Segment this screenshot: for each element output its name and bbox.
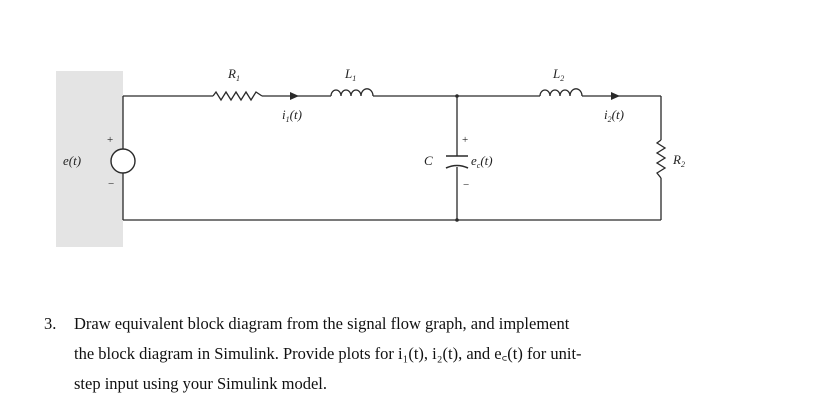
source-plus-label: + bbox=[107, 134, 113, 146]
capacitor-label: C bbox=[424, 153, 433, 168]
capacitor-icon bbox=[445, 155, 469, 169]
junction-bottom-dot bbox=[455, 218, 459, 222]
problem-line-2: the block diagram in Simulink. Provide p… bbox=[74, 344, 582, 363]
problem-line-1-text: Draw equivalent block diagram from the s… bbox=[74, 314, 570, 333]
current-i2-arrow-icon bbox=[611, 92, 620, 100]
resistor-r2-icon bbox=[655, 139, 667, 179]
l2-label: L2 bbox=[552, 66, 564, 83]
resistor-r1-icon bbox=[212, 90, 263, 102]
problem-line-1: 3. Draw equivalent block diagram from the… bbox=[44, 309, 744, 339]
problem-line-3: step input using your Simulink model. bbox=[74, 374, 328, 393]
circuit-wires bbox=[122, 95, 662, 221]
junction-top-dot bbox=[455, 94, 459, 98]
circuit-diagram: e(t) + − R1 L1 L2 R2 C i1(t) i2(t) + ec(… bbox=[56, 66, 685, 247]
problem-number: 3. bbox=[44, 314, 57, 333]
source-label: e(t) bbox=[63, 153, 81, 168]
capacitor-plus-label: + bbox=[462, 134, 468, 146]
capacitor-minus-label: − bbox=[463, 179, 469, 191]
current-i1-arrow-icon bbox=[290, 92, 299, 100]
l1-label: L1 bbox=[344, 66, 356, 83]
voltage-source-icon bbox=[110, 148, 136, 174]
r2-label: R2 bbox=[672, 152, 685, 169]
capacitor-voltage-label: ec(t) bbox=[471, 153, 493, 170]
r1-label: R1 bbox=[227, 66, 240, 83]
problem-statement: 3. Draw equivalent block diagram from the… bbox=[44, 309, 744, 399]
inductor-l1-icon bbox=[330, 88, 374, 97]
source-minus-label: − bbox=[108, 178, 114, 190]
inductor-l2-icon bbox=[539, 88, 583, 97]
i1-label: i1(t) bbox=[282, 107, 302, 124]
i2-label: i2(t) bbox=[604, 107, 624, 124]
